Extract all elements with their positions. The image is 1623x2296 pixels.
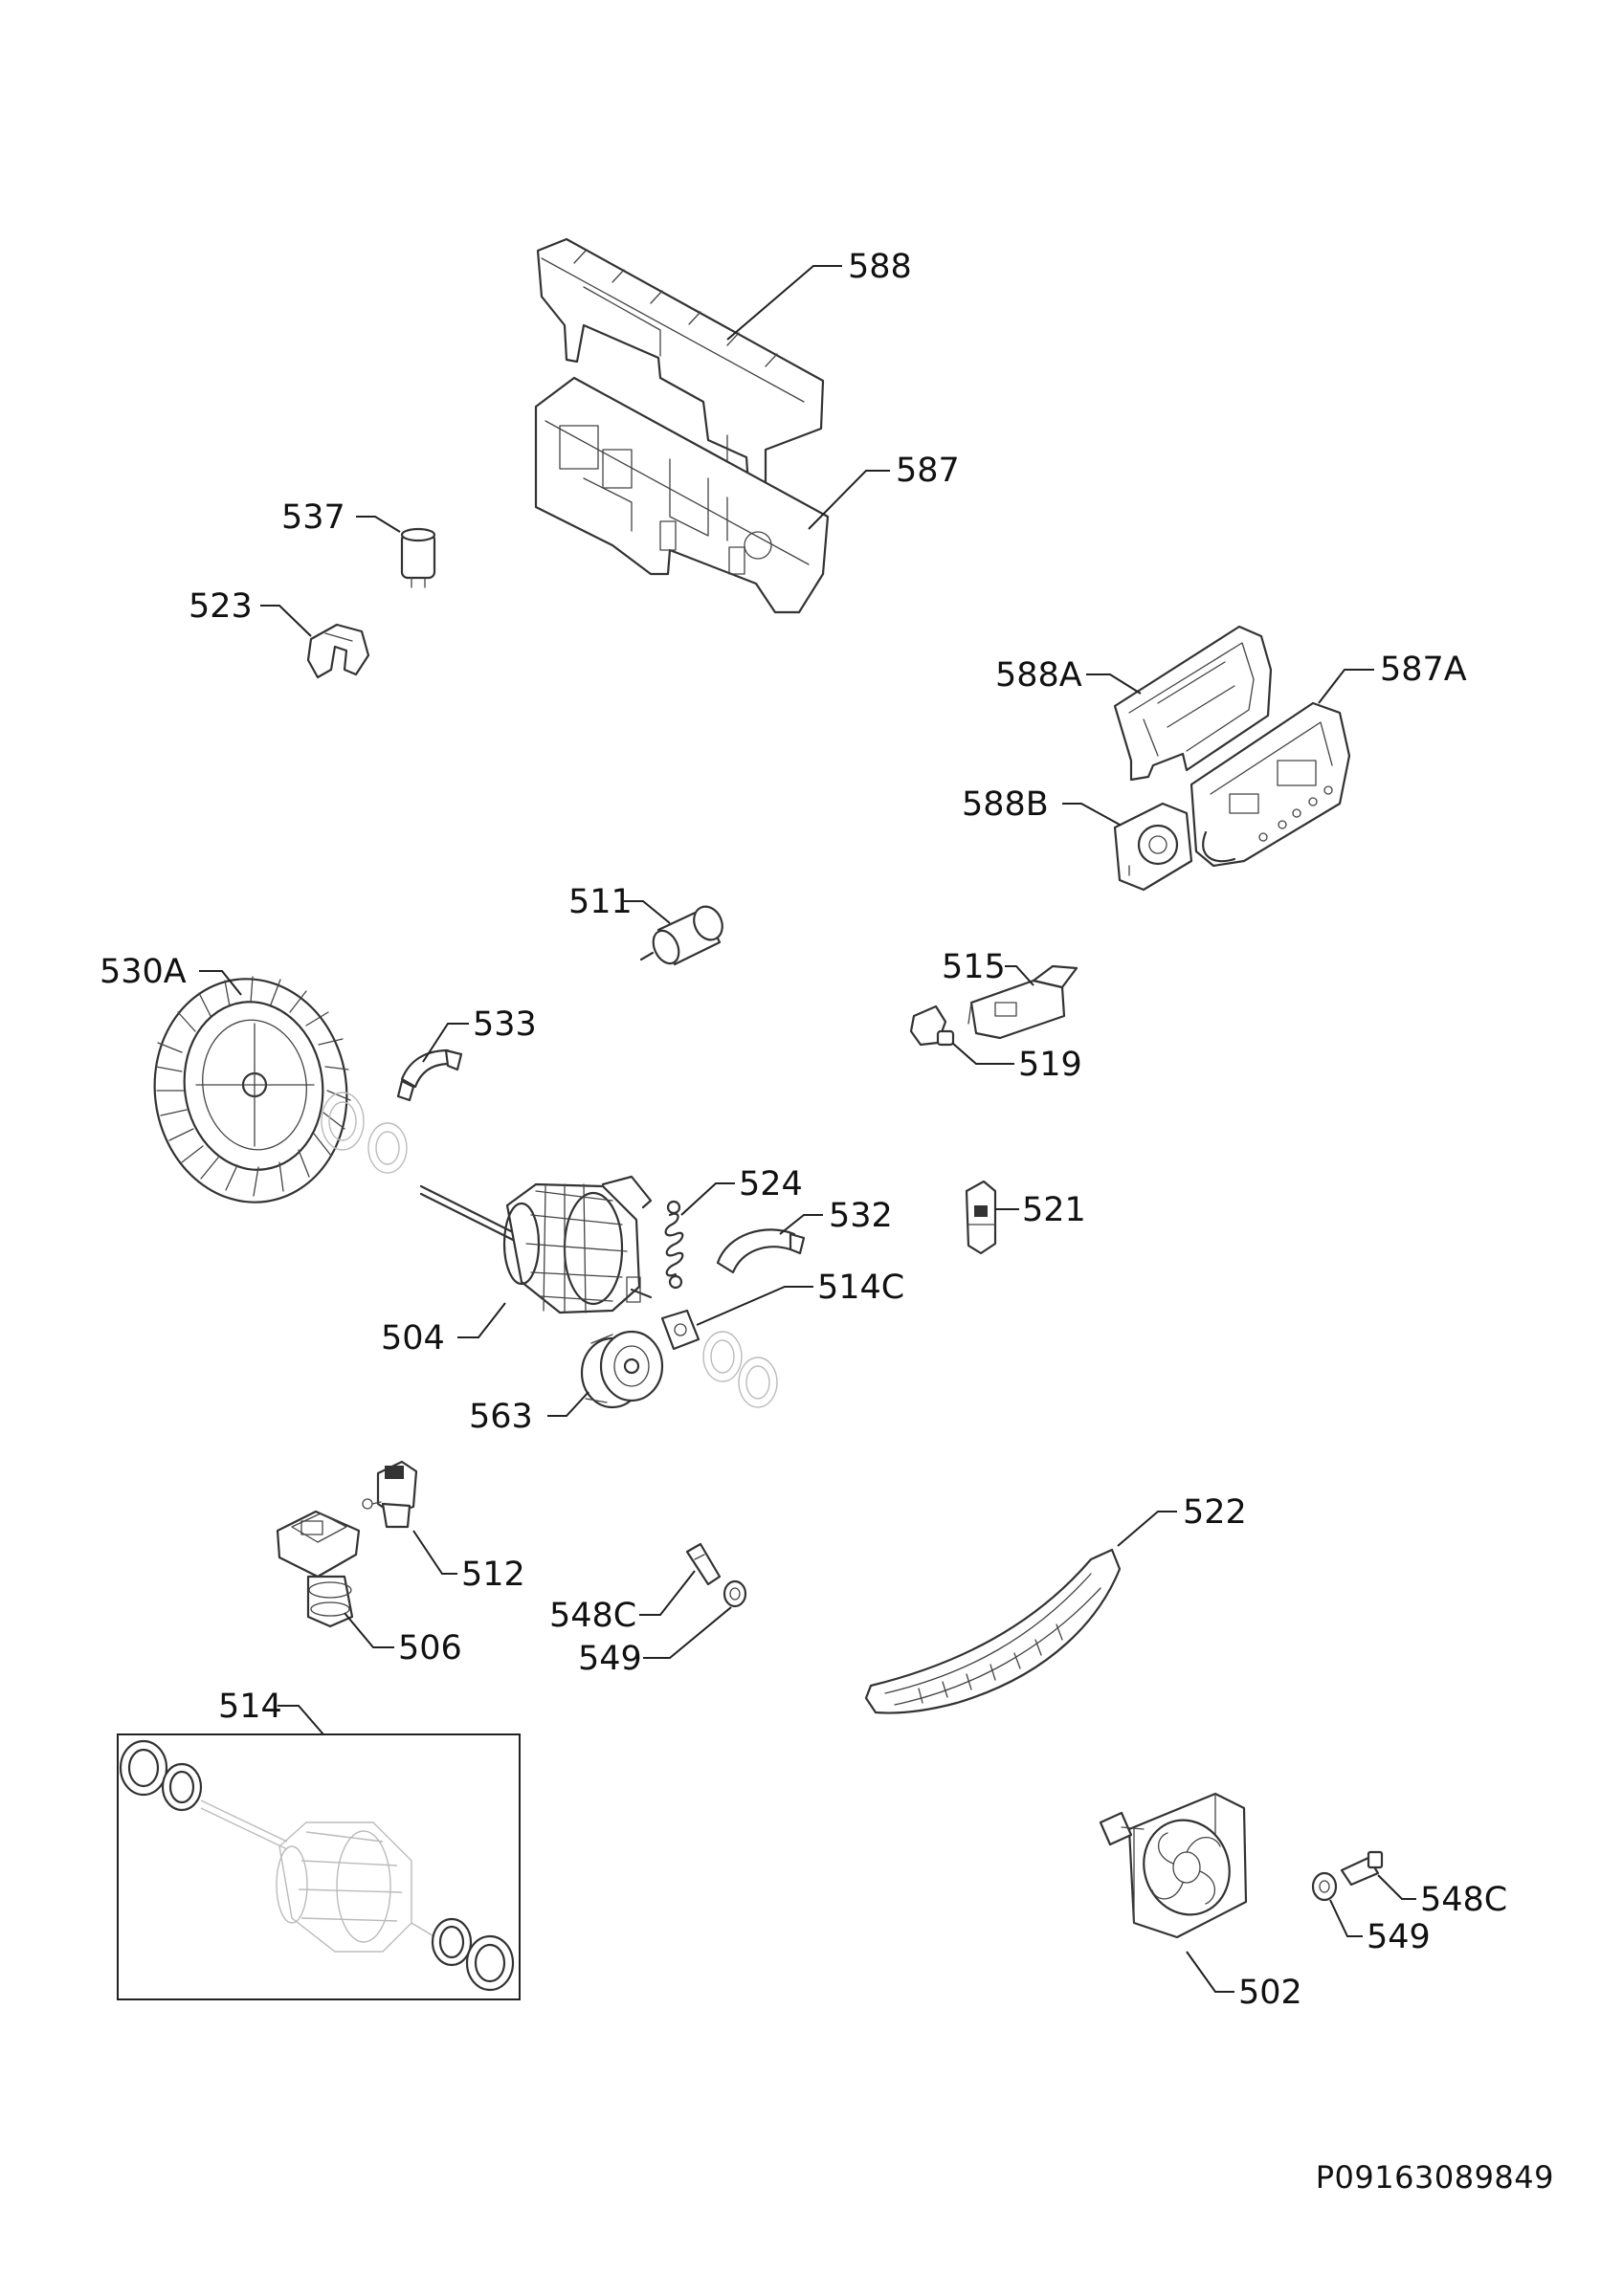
label-group-521: 521: [995, 1191, 1086, 1229]
part-587-control-board: [534, 376, 830, 614]
part-label-514: 514: [218, 1688, 282, 1726]
label-group-537: 537: [281, 498, 401, 537]
part-563-pulley: [580, 1330, 664, 1409]
part-label-511: 511: [568, 883, 633, 921]
label-group-549-b: 549: [1329, 1899, 1431, 1956]
part-label-514C: 514C: [817, 1269, 904, 1307]
part-label-588A: 588A: [995, 656, 1082, 695]
part-label-524: 524: [739, 1165, 803, 1203]
label-group-588A: 588A: [995, 656, 1142, 695]
part-label-519: 519: [1018, 1046, 1082, 1084]
part-502-cooling-fan: [1099, 1792, 1248, 1939]
part-533-bracket: [396, 1049, 463, 1102]
drawing-number: P09163089849: [1315, 2159, 1554, 2196]
part-524-spring: [664, 1200, 684, 1290]
part-label-504: 504: [381, 1319, 445, 1358]
part-506-block: [276, 1510, 361, 1628]
part-label-537: 537: [281, 498, 345, 537]
part-label-549-a: 549: [578, 1640, 642, 1678]
part-label-548C-a: 548C: [549, 1597, 636, 1635]
part-530A-fan-wheel: [153, 976, 351, 1203]
label-group-588B: 588B: [962, 785, 1121, 826]
part-519-sensor: [909, 1004, 955, 1047]
part-label-588: 588: [848, 248, 912, 286]
label-group-506: 506: [344, 1612, 462, 1667]
part-label-533: 533: [473, 1005, 537, 1044]
label-group-515: 515: [942, 948, 1034, 986]
label-group-512: 512: [412, 1530, 525, 1594]
part-label-587A: 587A: [1380, 651, 1467, 689]
label-group-588: 588: [726, 248, 912, 341]
bearing-rings-left: [321, 1092, 408, 1174]
part-label-587: 587: [896, 452, 960, 490]
part-label-506: 506: [398, 1629, 462, 1667]
part-588A-frame: [1113, 625, 1273, 782]
part-label-532: 532: [829, 1197, 893, 1235]
bearing-rings-right: [702, 1331, 778, 1408]
part-label-563: 563: [469, 1398, 533, 1436]
part-588B-housing: [1113, 802, 1193, 892]
label-group-511: 511: [568, 883, 671, 924]
part-label-522: 522: [1183, 1493, 1247, 1532]
part-515-door-lock: [967, 964, 1078, 1040]
label-group-548C-a: 548C: [549, 1570, 696, 1635]
part-523-clip: [306, 623, 370, 679]
part-label-549-b: 549: [1367, 1918, 1431, 1956]
part-label-523: 523: [189, 587, 253, 626]
part-587A-ui-board: [1189, 701, 1351, 868]
part-549-washer-b: [1311, 1871, 1338, 1902]
part-label-588B: 588B: [962, 785, 1049, 824]
part-504-motor: [419, 1175, 653, 1314]
label-group-563: 563: [469, 1391, 589, 1436]
label-group-530A: 530A: [100, 953, 242, 996]
part-512-pump: [362, 1460, 418, 1529]
part-label-502: 502: [1238, 1974, 1302, 2012]
part-label-512: 512: [461, 1556, 525, 1594]
part-548C-fitting-b: [1340, 1850, 1384, 1887]
label-group-504: 504: [381, 1302, 506, 1358]
label-group-532: 532: [779, 1197, 893, 1235]
part-label-530A: 530A: [100, 953, 187, 991]
part-549-washer-a: [723, 1579, 747, 1608]
part-label-521: 521: [1022, 1191, 1086, 1229]
label-group-522: 522: [1117, 1493, 1247, 1547]
part-548C-fitting-a: [685, 1542, 722, 1586]
part-522-filter-handle: [864, 1548, 1122, 1714]
label-group-587A: 587A: [1318, 651, 1467, 704]
part-521-thermostat: [965, 1180, 997, 1255]
part-label-548C-b: 548C: [1420, 1881, 1507, 1919]
label-group-502: 502: [1186, 1951, 1302, 2012]
part-label-515: 515: [942, 948, 1006, 986]
label-group-519: 519: [951, 1042, 1082, 1084]
part-514-kit-box: [117, 1733, 521, 2000]
label-group-587: 587: [808, 452, 960, 530]
part-588-cover: [536, 237, 825, 499]
label-group-548C-b: 548C: [1377, 1874, 1507, 1919]
part-511-run-capacitor: [639, 905, 723, 966]
part-514C-plate: [660, 1309, 700, 1351]
label-group-514C: 514C: [696, 1269, 904, 1326]
label-group-533: 533: [422, 1005, 537, 1063]
part-532-arc-bracket: [716, 1228, 806, 1274]
label-group-524: 524: [680, 1165, 803, 1216]
label-group-523: 523: [189, 587, 312, 637]
part-537-capacitor: [400, 527, 436, 588]
label-group-514: 514: [218, 1688, 324, 1735]
label-group-549-a: 549: [578, 1606, 732, 1678]
